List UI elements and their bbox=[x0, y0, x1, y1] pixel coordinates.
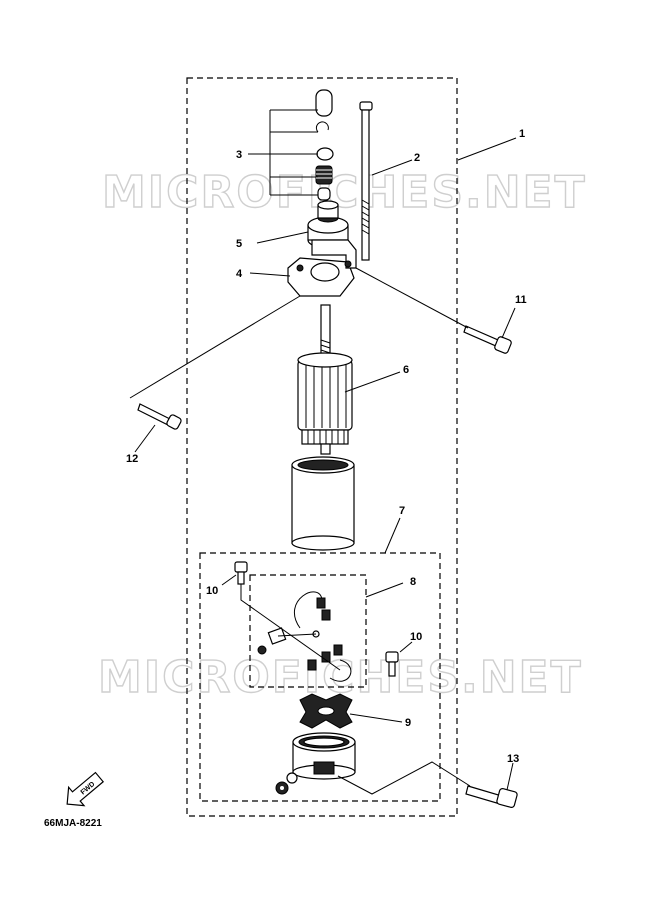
collar-part bbox=[316, 147, 334, 161]
drive-parts-group bbox=[248, 89, 334, 201]
leader-9 bbox=[349, 713, 403, 723]
leader-10a-line bbox=[240, 584, 341, 671]
bolt-10b-part bbox=[385, 651, 399, 677]
callout-4: 4 bbox=[236, 268, 243, 280]
callout-11: 11 bbox=[515, 294, 527, 306]
nut-part bbox=[275, 772, 298, 795]
through-bolt-part bbox=[359, 101, 373, 261]
callout-1: 1 bbox=[519, 128, 525, 140]
bolt-10a-part bbox=[234, 561, 248, 585]
leader-10a bbox=[221, 574, 237, 586]
assembly-7-outline bbox=[199, 552, 441, 802]
leader-13-line bbox=[337, 761, 471, 795]
assembly-8-outline bbox=[249, 574, 367, 688]
stopper-part bbox=[317, 187, 331, 201]
diagram-code: 66MJA-8221 bbox=[44, 818, 102, 829]
yoke-part bbox=[291, 456, 355, 551]
bolt-13-part bbox=[465, 785, 518, 808]
callout-12: 12 bbox=[126, 453, 138, 465]
callout-10b: 10 bbox=[410, 631, 422, 643]
callout-6: 6 bbox=[403, 364, 409, 376]
fwd-arrow-icon: FWD bbox=[66, 771, 105, 807]
assembly-1-outline bbox=[186, 77, 458, 817]
callout-13: 13 bbox=[507, 753, 519, 765]
leader-10b bbox=[399, 641, 413, 653]
leader-7 bbox=[384, 517, 401, 554]
cap-part bbox=[315, 89, 333, 117]
callout-5: 5 bbox=[236, 238, 242, 250]
spring-part bbox=[315, 165, 333, 185]
leader-13 bbox=[506, 762, 514, 791]
bolt-12-part bbox=[137, 403, 182, 430]
end-cover-part bbox=[292, 732, 356, 780]
leader-12-line bbox=[129, 295, 301, 399]
callout-7: 7 bbox=[399, 505, 405, 517]
pinion-gear-part bbox=[307, 200, 349, 249]
leader-5 bbox=[256, 231, 309, 244]
callout-9: 9 bbox=[405, 717, 411, 729]
bolt-11-part bbox=[463, 325, 512, 354]
bracket-part bbox=[287, 239, 357, 297]
leader-1 bbox=[457, 137, 517, 161]
callout-10a: 10 bbox=[206, 585, 218, 597]
leader-11 bbox=[501, 307, 516, 339]
leader-4 bbox=[249, 272, 291, 277]
callout-8: 8 bbox=[410, 576, 416, 588]
leader-6 bbox=[344, 371, 401, 393]
brush-plate-part bbox=[299, 693, 353, 729]
callout-2: 2 bbox=[414, 152, 420, 164]
brush-holder-part bbox=[257, 591, 352, 682]
leader-2 bbox=[371, 159, 413, 176]
leader-12 bbox=[134, 424, 156, 453]
watermark-top: MICROFICHES.NET bbox=[102, 167, 587, 218]
leader-8 bbox=[365, 582, 404, 598]
leader-11-line bbox=[355, 267, 469, 329]
armature-part bbox=[297, 304, 353, 455]
clip-ring-part bbox=[315, 121, 329, 133]
callout-3: 3 bbox=[236, 149, 242, 161]
